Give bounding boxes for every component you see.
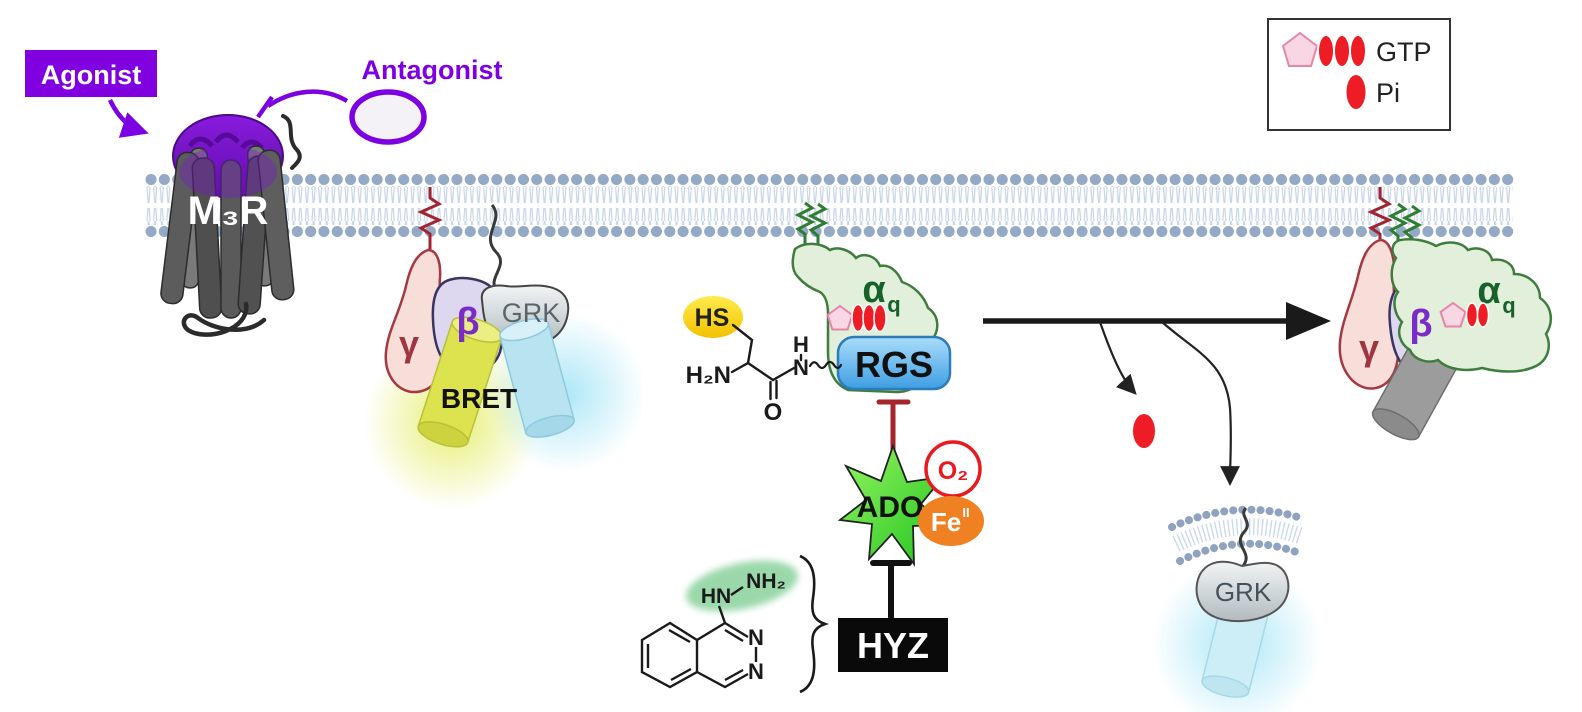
patch-heads-top: [1168, 505, 1308, 531]
right-alpha-anchor-2: [1401, 204, 1423, 255]
conjugation-squiggle-bond: [808, 360, 843, 370]
receptor-n-terminus-squiggle: [281, 114, 302, 170]
released-grk-squiggle: [1238, 506, 1249, 567]
antagonist-molecule: [349, 89, 427, 145]
agonist-arrow: [107, 99, 149, 138]
legend-pi-label: Pi: [1376, 78, 1400, 108]
hyz-module: N N HN NH₂ HYZ: [640, 554, 948, 694]
patch-heads-bottom: [1176, 539, 1303, 565]
bret-complex: γ β GRK BRET: [364, 187, 646, 510]
agonist-label: Agonist: [41, 60, 142, 90]
galpha-q-rgs-module: α q RGS: [791, 201, 952, 394]
cysteine-structure: HS H₂N O H N: [683, 296, 843, 426]
dome-glow: [179, 146, 277, 198]
gdp-ribose-pentagon: [1439, 301, 1467, 328]
ado-module: ADO O₂ Fe II: [837, 399, 984, 620]
agonist-annotation: Agonist: [25, 50, 157, 138]
rgs-label: RGS: [855, 344, 933, 385]
grk-release-arrow: [1161, 321, 1240, 486]
amide-h-label: H: [793, 332, 809, 357]
m3r-receptor: M₃R: [160, 114, 302, 337]
antagonist-inhibit-curve: [266, 89, 349, 108]
ado-label: ADO: [857, 491, 924, 524]
cysteine-bonds: [730, 323, 803, 401]
gtp-phosphates: [851, 303, 887, 333]
right-alpha-label: α: [1477, 270, 1500, 312]
pi-release-arrow: [1098, 321, 1137, 395]
alpha-lipid-anchor-1: [794, 201, 816, 252]
right-beta-label: β: [1409, 303, 1432, 345]
receptor-c-terminus-tail: [181, 301, 267, 337]
legend-pi-icon: [1346, 75, 1366, 109]
amine-label: H₂N: [686, 362, 731, 389]
legend-gtp-pentagon-icon: [1281, 31, 1319, 67]
antagonist-label: Antagonist: [362, 55, 503, 85]
right-alpha-sub: q: [1502, 293, 1515, 318]
plasma-membrane: [145, 174, 1515, 237]
membrane-tails-bottom: [146, 208, 1513, 225]
fe-label: Fe: [931, 507, 961, 537]
legend-gtp-label: GTP: [1376, 37, 1432, 67]
grk-tether-squiggle: [489, 204, 502, 292]
gamma-lipid-anchor: [417, 187, 443, 252]
gamma-subunit: [384, 248, 446, 394]
alpha-lipid-anchor-2: [807, 202, 829, 252]
hn-label: HN: [701, 585, 731, 608]
fe-oxidation-state: II: [962, 505, 969, 520]
released-grk-label: GRK: [1215, 577, 1272, 607]
reaction-arrows: [983, 302, 1331, 486]
released-pi-icon: [1133, 414, 1155, 448]
right-complex: γ β α q: [1338, 187, 1553, 441]
membrane-tails-top: [146, 186, 1513, 203]
main-arrow-head: [1286, 302, 1331, 340]
bret-acceptor-cylinder: [498, 318, 576, 438]
gdp-phosphates: [1465, 302, 1490, 328]
n2-label: N: [748, 625, 764, 650]
o2-circle: [924, 440, 982, 498]
phthalazine-bonds: [640, 586, 758, 689]
beta-label: β: [456, 301, 479, 343]
nh2-label: NH₂: [746, 570, 786, 593]
right-gamma-label: γ: [1359, 327, 1379, 368]
bret-label: BRET: [441, 383, 517, 414]
released-grk-module: GRK: [1152, 505, 1322, 712]
antagonist-inhibit-bar: [256, 95, 274, 119]
agonist-box: [25, 50, 157, 97]
gamma-label: γ: [399, 323, 419, 364]
curly-brace: [799, 554, 830, 694]
carbonyl-o-label: O: [764, 399, 783, 426]
m3r-label: M₃R: [188, 189, 269, 233]
patch-tails: [1172, 518, 1304, 552]
antagonist-annotation: Antagonist: [256, 55, 503, 145]
fe-badge: [918, 496, 984, 546]
hyz-label: HYZ: [857, 625, 929, 666]
n3-label: N: [748, 659, 764, 684]
tm-helices: [160, 145, 295, 319]
legend: GTP Pi: [1267, 18, 1451, 131]
hyz-box: [838, 618, 948, 672]
thiol-highlight: [683, 296, 743, 338]
grk-label: GRK: [502, 298, 561, 328]
released-grk-blob: [1195, 560, 1290, 623]
o2-label: O₂: [938, 457, 969, 485]
inhibition-hyz-ado: [870, 560, 912, 620]
right-alpha-anchor-1: [1387, 202, 1409, 255]
amide-n-label: N: [793, 355, 809, 380]
right-gamma-anchor: [1367, 187, 1393, 240]
hydrazine-highlight: [686, 560, 798, 612]
alpha-q-label: α: [862, 269, 885, 311]
alpha-q-sub: q: [887, 292, 900, 317]
gtp-ribose-pentagon: [826, 304, 854, 331]
bret-donor-cylinder: [417, 316, 503, 448]
rgs-box: [836, 335, 952, 391]
legend-gtp-phosphates-icon: [1317, 34, 1367, 68]
thiol-hs-label: HS: [695, 304, 730, 332]
